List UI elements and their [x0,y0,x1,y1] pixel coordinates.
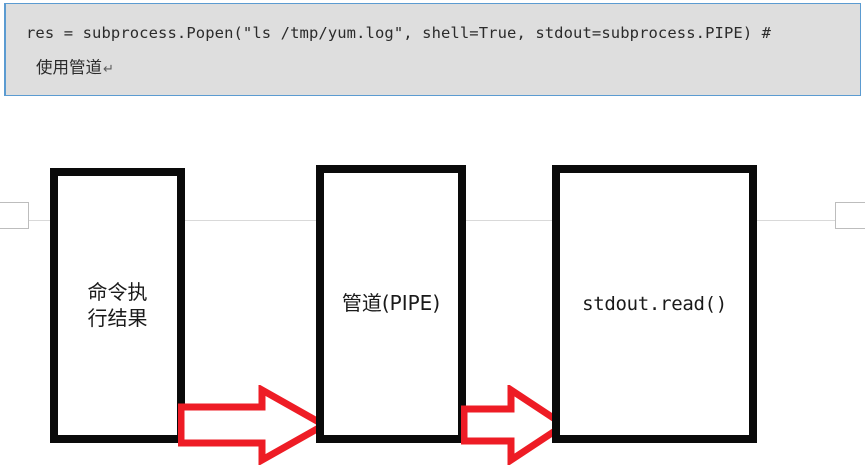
page-break-area [0,99,865,229]
flow-arrow-result-to-pipe [178,385,328,465]
code-line-1: res = subprocess.Popen("ls /tmp/yum.log"… [26,24,772,42]
arrow-shape [178,385,328,465]
pipe-flow-diagram: 命令执行结果 管道(PIPE) stdout.read() [0,133,865,465]
page-margin-marker-left [0,202,29,229]
flow-box-command-result[interactable]: 命令执行结果 [50,168,185,443]
flow-box-command-result-label: 命令执行结果 [87,279,148,330]
paragraph-mark-icon: ↵ [103,62,114,77]
code-block-paragraph[interactable]: res = subprocess.Popen("ls /tmp/yum.log"… [4,3,861,96]
arrow-shape [461,385,568,465]
flow-box-pipe[interactable]: 管道(PIPE) [316,165,466,443]
code-line-2-text: 使用管道 [36,58,102,77]
code-line-2: 使用管道↵ [36,54,114,78]
flow-box-pipe-label: 管道(PIPE) [341,291,441,316]
flow-box-stdout-read-label: stdout.read() [582,292,727,315]
flow-box-stdout-read[interactable]: stdout.read() [552,165,757,443]
page-margin-marker-right [835,202,865,229]
